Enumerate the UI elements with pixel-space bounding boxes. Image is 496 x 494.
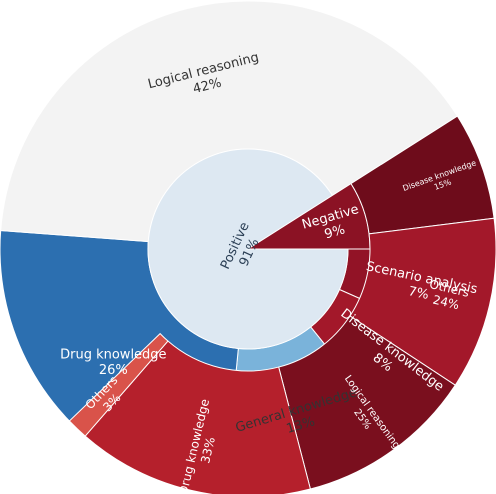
outer-others-1-label: Others24% [425,277,471,314]
outer-others-4-slice [68,332,169,437]
outer-drug-knowledge-3-slice [84,340,312,494]
